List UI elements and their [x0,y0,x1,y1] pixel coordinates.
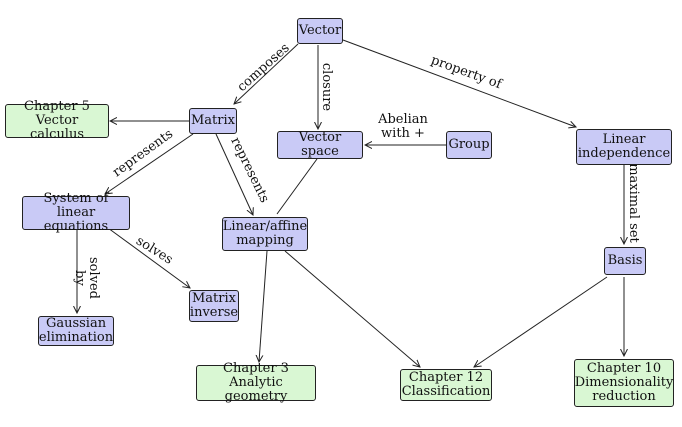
node-gaussian-elimination: Gaussian elimination [38,316,114,346]
edge-label-closure: closure [319,62,334,112]
node-matrix-inverse: Matrix inverse [189,290,239,322]
node-basis: Basis [604,247,646,275]
node-chapter5: Chapter 5 Vector calculus [5,100,109,142]
edge-label-abelian: Abelian with + [378,112,428,141]
edge-label-solved-by: solved by [72,256,101,299]
node-group: Group [446,131,492,159]
node-linear-affine-mapping: Linear/affine mapping [222,217,308,251]
node-vector: Vector [297,18,343,44]
node-chapter12: Chapter 12 Classification [400,369,492,401]
node-chapter3: Chapter 3 Analytic geometry [196,362,316,404]
node-vector-space: Vector space [277,131,363,159]
node-system-linear-equations: System of linear equations [22,192,130,234]
edge-linearaffine-chapter12 [284,250,420,367]
edge-label-maximal-set: maximal set [626,163,641,243]
node-chapter10: Chapter 10 Dimensionality reduction [574,359,674,407]
edge-linearaffine-chapter3 [259,250,268,362]
node-linear-independence: Linear independence [576,129,672,165]
edge-basis-chapter12 [474,276,608,367]
edge-vector-linearindependence [342,39,576,127]
edge-matrix-linearaffine [215,133,253,215]
edge-matrix-system [105,133,194,194]
edge-vector-matrix [234,43,299,104]
edge-system-matrixinverse [107,227,190,288]
edge-vectorspace-linearaffine [276,158,318,215]
node-matrix: Matrix [189,108,237,134]
